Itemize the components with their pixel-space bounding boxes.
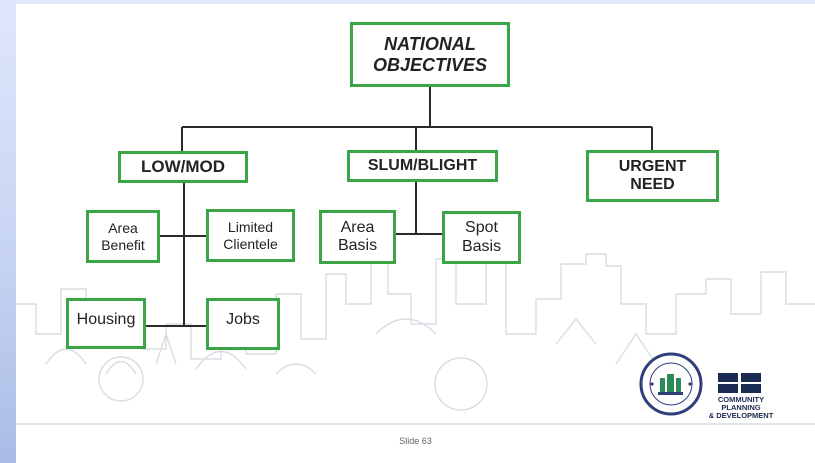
area-basis-box: Area Basis	[319, 210, 396, 264]
housing-box: Housing	[66, 298, 146, 349]
hud-seal-logo	[639, 352, 703, 416]
slide-number: Slide 63	[399, 436, 432, 446]
housing-label: Housing	[76, 311, 136, 328]
slide: NATIONAL OBJECTIVES LOW/MOD SLUM/BLIGHT …	[16, 4, 815, 463]
limited-clientele-label: Limited Clientele	[223, 219, 278, 252]
jobs-label: Jobs	[226, 311, 260, 328]
national-objectives-box: NATIONAL OBJECTIVES	[350, 22, 510, 87]
low-mod-label: LOW/MOD	[140, 157, 226, 177]
slum-blight-box: SLUM/BLIGHT	[347, 150, 498, 182]
urgent-need-label: URGENT NEED	[618, 157, 687, 193]
spot-basis-label: Spot Basis	[461, 219, 502, 255]
cpd-logo: COMMUNITY PLANNING & DEVELOPMENT	[708, 372, 774, 422]
connector-lines	[143, 86, 653, 327]
slum-blight-label: SLUM/BLIGHT	[367, 156, 478, 174]
cpd-logo-mark	[718, 373, 761, 393]
limited-clientele-box: Limited Clientele	[206, 209, 295, 262]
national-objectives-label: NATIONAL OBJECTIVES	[372, 33, 488, 75]
cpd-logo-text: COMMUNITY PLANNING & DEVELOPMENT	[708, 395, 774, 420]
area-basis-label: Area Basis	[337, 218, 378, 254]
area-benefit-label: Area Benefit	[101, 220, 145, 253]
spot-basis-box: Spot Basis	[442, 211, 521, 264]
skyline-background	[16, 253, 815, 425]
area-benefit-box: Area Benefit	[86, 210, 160, 263]
jobs-box: Jobs	[206, 298, 280, 350]
low-mod-box: LOW/MOD	[118, 151, 248, 183]
urgent-need-box: URGENT NEED	[586, 150, 719, 202]
